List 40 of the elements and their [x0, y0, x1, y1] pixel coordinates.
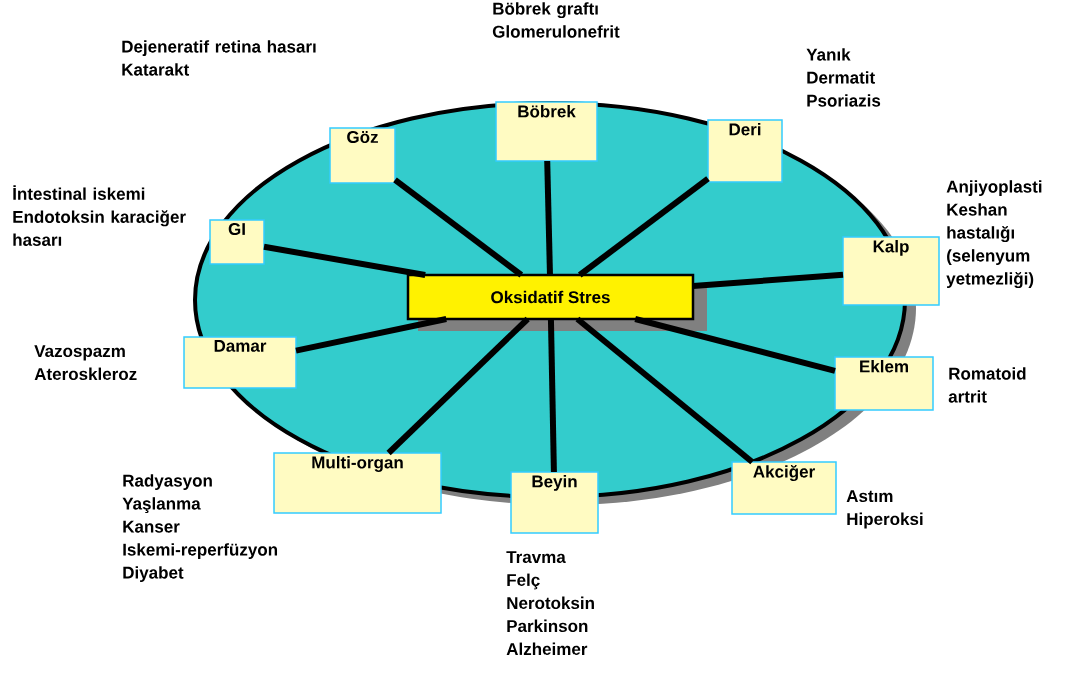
connector-line — [692, 271, 844, 290]
organ-box: Böbrek — [495, 101, 598, 162]
connector-line — [575, 316, 755, 465]
organ-box: Damar — [183, 336, 297, 389]
connector-line — [263, 243, 426, 278]
organ-box: GI — [209, 219, 265, 265]
condition-list: Romatoid artrit — [948, 367, 1026, 403]
organ-box: Eklem — [834, 356, 934, 411]
organ-box: Multi-organ — [273, 452, 442, 514]
condition-list: Vazospazm Ateroskleroz — [34, 345, 137, 381]
connector-line — [547, 318, 557, 473]
node-label: Parkinson — [507, 619, 588, 633]
connector-line — [386, 316, 530, 456]
organ-box: Akciğer — [731, 461, 837, 515]
organ-box: Göz — [329, 127, 396, 184]
condition-list: Travma Felç Nerotoksin Parkinson Alzheimer — [506, 551, 594, 656]
condition-list: Yanık Dermatit Psoriazis — [806, 48, 881, 107]
organ-box: Deri — [707, 119, 783, 183]
node-label: Diyabet — [123, 566, 184, 583]
condition-list: Astım Hiperoksi — [846, 490, 923, 529]
condition-list: Böbrek graftı Glomerulonefrit — [492, 2, 620, 38]
node-label: Nerotoksin — [507, 596, 594, 610]
organ-box: Beyin — [510, 471, 599, 534]
node-label: Radyasyon — [123, 474, 212, 491]
node-label: Alzheimer — [506, 642, 588, 656]
connector-line — [544, 160, 553, 276]
connector-line — [577, 176, 710, 278]
node-label: Travma — [506, 551, 566, 564]
node-label: Kanser — [123, 520, 180, 533]
node-label: Iskemi-reperfüzyon — [123, 543, 278, 560]
node-label: Felç — [507, 573, 540, 590]
central-box: Oksidatif Stres — [406, 273, 695, 321]
condition-list: İntestinal iskemi Endotoksin karaciğer hasarı — [13, 185, 186, 246]
condition-list: Dejeneratif retina hasarı Katarakt — [122, 40, 316, 76]
connector-line — [295, 316, 447, 354]
condition-list: Anjiyoplasti Keshan hastalığı (selenyum yetmezliği) — [946, 180, 1042, 289]
organ-box: Kalp — [842, 236, 940, 306]
connector-line — [393, 177, 524, 278]
connector-line — [634, 316, 836, 374]
node-label: Yaşlanma — [122, 497, 201, 514]
